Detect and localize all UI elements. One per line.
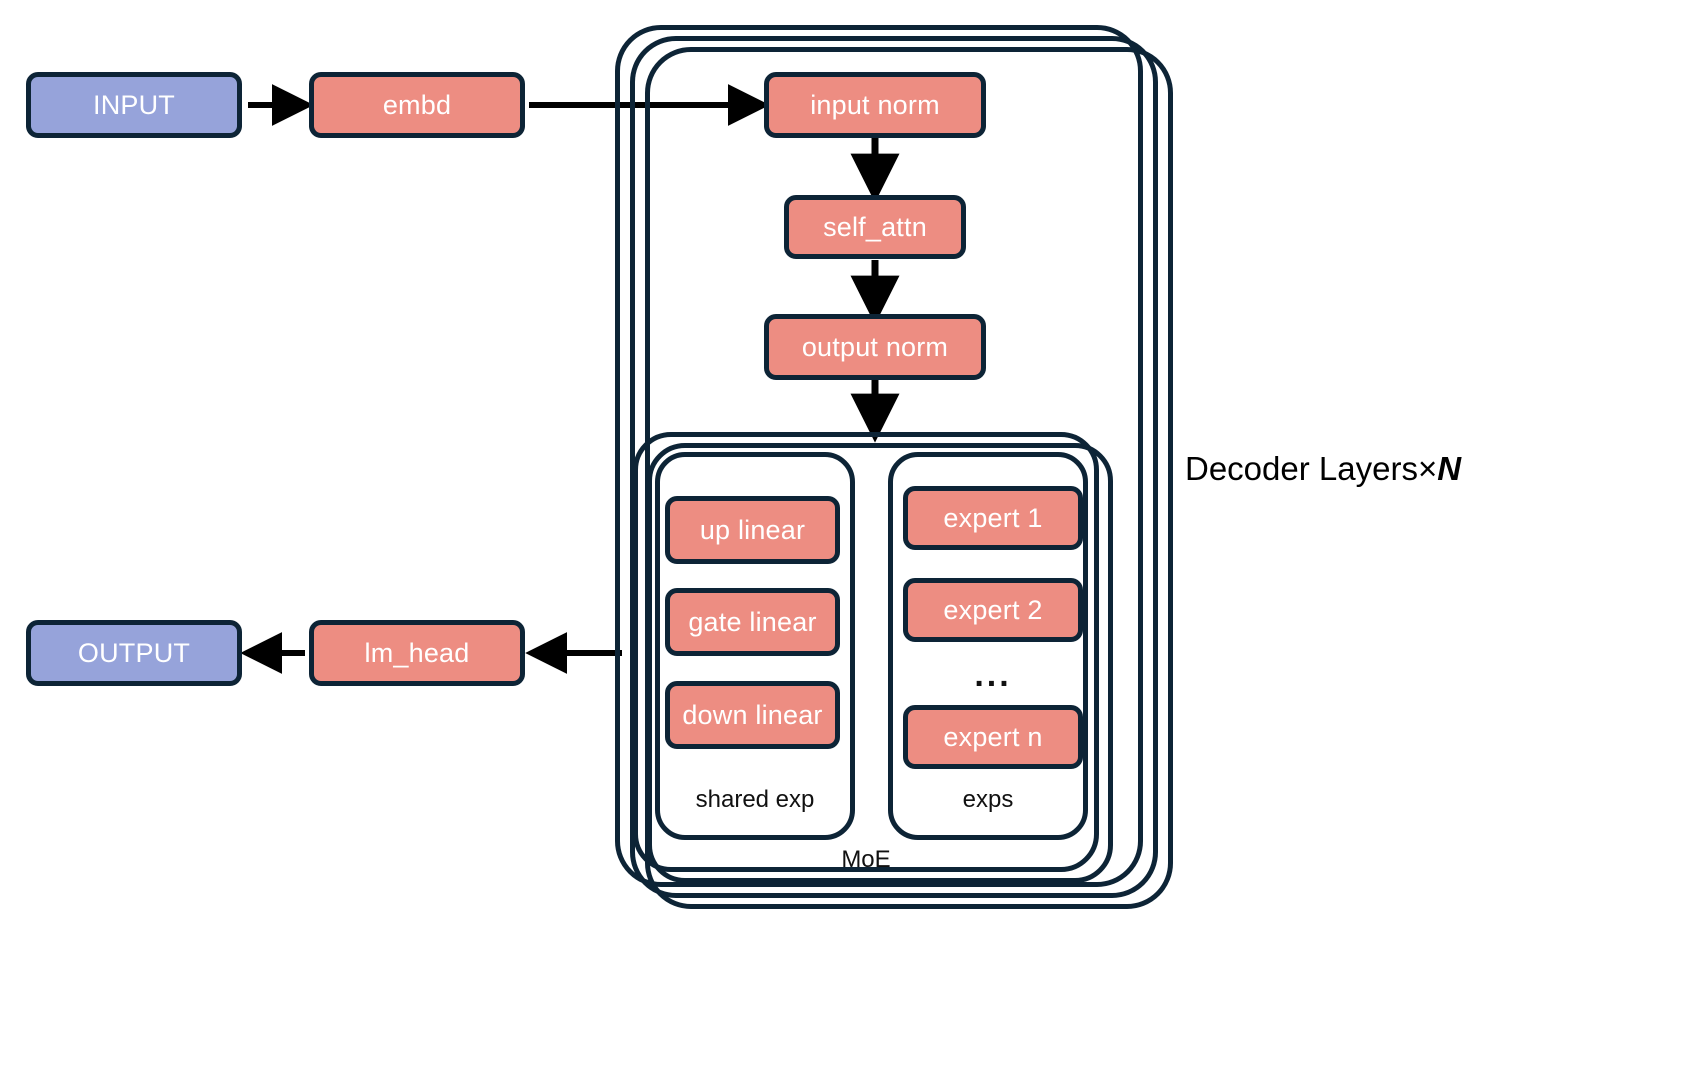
moe-label: MoE xyxy=(841,846,891,873)
decoder-layers-annotation: Decoder Layers×N xyxy=(1185,452,1461,485)
node-embd[interactable]: embd xyxy=(309,72,525,138)
node-input-norm[interactable]: input norm xyxy=(764,72,986,138)
decoder-layers-text: Decoder Layers× xyxy=(1185,450,1438,487)
node-expert-2[interactable]: expert 2 xyxy=(903,578,1083,642)
moe-container-back xyxy=(647,443,1113,883)
exps-label: exps xyxy=(962,786,1014,813)
decoder-layer-box xyxy=(615,25,1143,887)
node-expert-1[interactable]: expert 1 xyxy=(903,486,1083,550)
expert-ellipsis: ... xyxy=(974,656,1012,694)
node-gate-linear[interactable]: gate linear xyxy=(665,588,840,656)
node-up-linear[interactable]: up linear xyxy=(665,496,840,564)
decoder-layers-count: N xyxy=(1437,450,1462,487)
node-input[interactable]: INPUT xyxy=(26,72,242,138)
exps-group xyxy=(888,452,1088,840)
node-down-linear[interactable]: down linear xyxy=(665,681,840,749)
node-self-attn[interactable]: self_attn xyxy=(784,195,966,259)
shared-exp-label: shared exp xyxy=(695,786,815,813)
node-output-norm[interactable]: output norm xyxy=(764,314,986,380)
shared-exp-group xyxy=(655,452,855,840)
node-output[interactable]: OUTPUT xyxy=(26,620,242,686)
moe-container xyxy=(633,432,1099,872)
node-lm-head[interactable]: lm_head xyxy=(309,620,525,686)
node-expert-n[interactable]: expert n xyxy=(903,705,1083,769)
decoder-layer-stack-back1 xyxy=(630,36,1158,898)
